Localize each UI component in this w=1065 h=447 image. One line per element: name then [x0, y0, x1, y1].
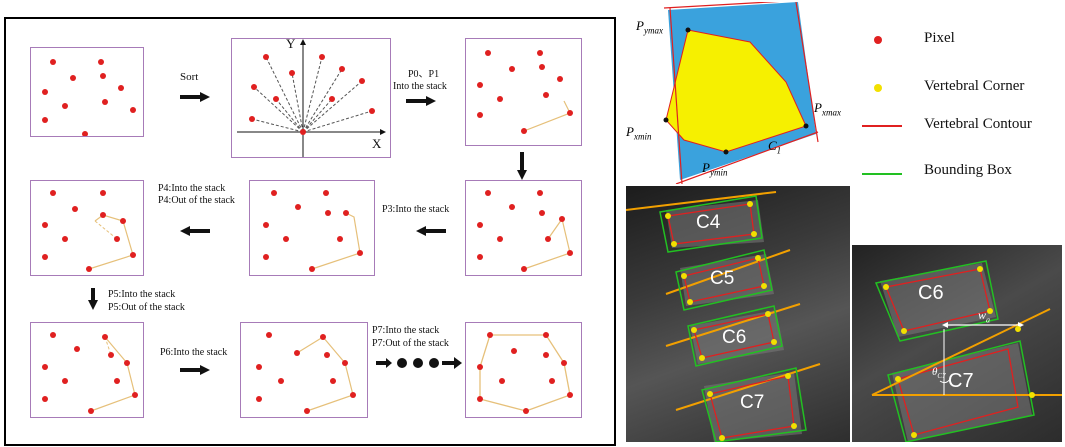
arrow-right-icon: [406, 96, 436, 106]
arrow-ellipsis-icon: [376, 357, 462, 369]
legend-bbox-line: [862, 173, 902, 175]
step-p7-label-a: P7:Into the stack: [372, 325, 440, 336]
mri-label-c7: C7: [740, 392, 765, 413]
y-axis-label: Y: [286, 36, 296, 51]
panel-step-p6: [240, 322, 368, 418]
step-p4-label-a: P4:Into the stack: [158, 183, 226, 194]
step-p5-label-a: P5:Into the stack: [108, 289, 176, 300]
p-ymax-label: Pymax: [636, 18, 663, 36]
legend-contour-line: [862, 125, 902, 127]
step-p3-label: P3:Into the stack: [382, 204, 450, 215]
c1-label: C1: [768, 138, 782, 156]
arrow-right-icon: [180, 92, 210, 102]
step-p5-label-b: P5:Out of the stack: [108, 302, 185, 313]
panel-step-p5: [30, 322, 144, 418]
mri-label-c5: C5: [710, 268, 735, 289]
detail-label-c7: C7: [948, 370, 974, 392]
step-p6-plot: [256, 332, 356, 414]
step-p6-label: P6:Into the stack: [160, 347, 228, 358]
step-p0p1-label: P0、P1: [408, 69, 440, 80]
mri-annotation-overlay: [625, 191, 821, 443]
panel-step-p0p1: [465, 38, 582, 146]
step-p0p1-label-b: Into the stack: [393, 81, 447, 92]
step-p5-plot: [42, 332, 138, 414]
panel-step-p2: [465, 180, 582, 276]
arrow-left-icon: [416, 226, 446, 236]
step-p4-plot: [42, 190, 136, 272]
mri-detail-image: [852, 245, 1062, 443]
legend-corner-icon: [874, 84, 882, 92]
mri-detail-overlay: [871, 260, 1062, 443]
step-p2-plot: [477, 190, 573, 272]
panel-step-p3: [249, 180, 375, 276]
step-p0p1-plot: [477, 50, 573, 134]
final-hull-plot: [477, 332, 573, 414]
step-p3-plot: [263, 190, 363, 272]
x-axis-label: X: [372, 136, 382, 151]
step-p4-label-b: P4:Out of the stack: [158, 195, 235, 206]
legend-contour: Vertebral Contour: [924, 116, 1032, 132]
arrow-down-icon: [517, 152, 527, 180]
legend-bbox: Bounding Box: [924, 162, 1012, 178]
wa-label: wa: [978, 308, 991, 325]
mri-label-c4: C4: [696, 212, 721, 233]
panel-step-p4: [30, 180, 144, 276]
raw-points-plot: [42, 59, 136, 137]
arrow-right-icon: [180, 365, 210, 375]
p-xmin-label: Pxmin: [626, 124, 652, 142]
mri-label-c6: C6: [722, 327, 747, 348]
polar-sort-plot: [237, 39, 386, 157]
legend-pixel: Pixel: [924, 30, 955, 46]
bounding-box-schematic: [663, 2, 819, 184]
legend-pixel-icon: [874, 36, 882, 44]
panel-final-hull: [465, 322, 582, 418]
arrow-left-icon: [180, 226, 210, 236]
p-xmax-label: Pxmax: [814, 100, 841, 118]
detail-label-c6: C6: [918, 282, 944, 304]
panel-sorted-polar: [231, 38, 391, 158]
panel-raw-points: [30, 47, 144, 137]
mri-sagittal-image: [625, 186, 850, 443]
convex-hull-steps-frame: [4, 17, 616, 446]
step-sort-label: Sort: [180, 71, 199, 83]
p-ymin-label: Pymin: [702, 160, 728, 178]
arrow-down-icon: [88, 288, 98, 310]
step-p7-label-b: P7:Out of the stack: [372, 338, 449, 349]
theta-label: θC7: [932, 366, 946, 381]
legend-corner: Vertebral Corner: [924, 78, 1025, 94]
